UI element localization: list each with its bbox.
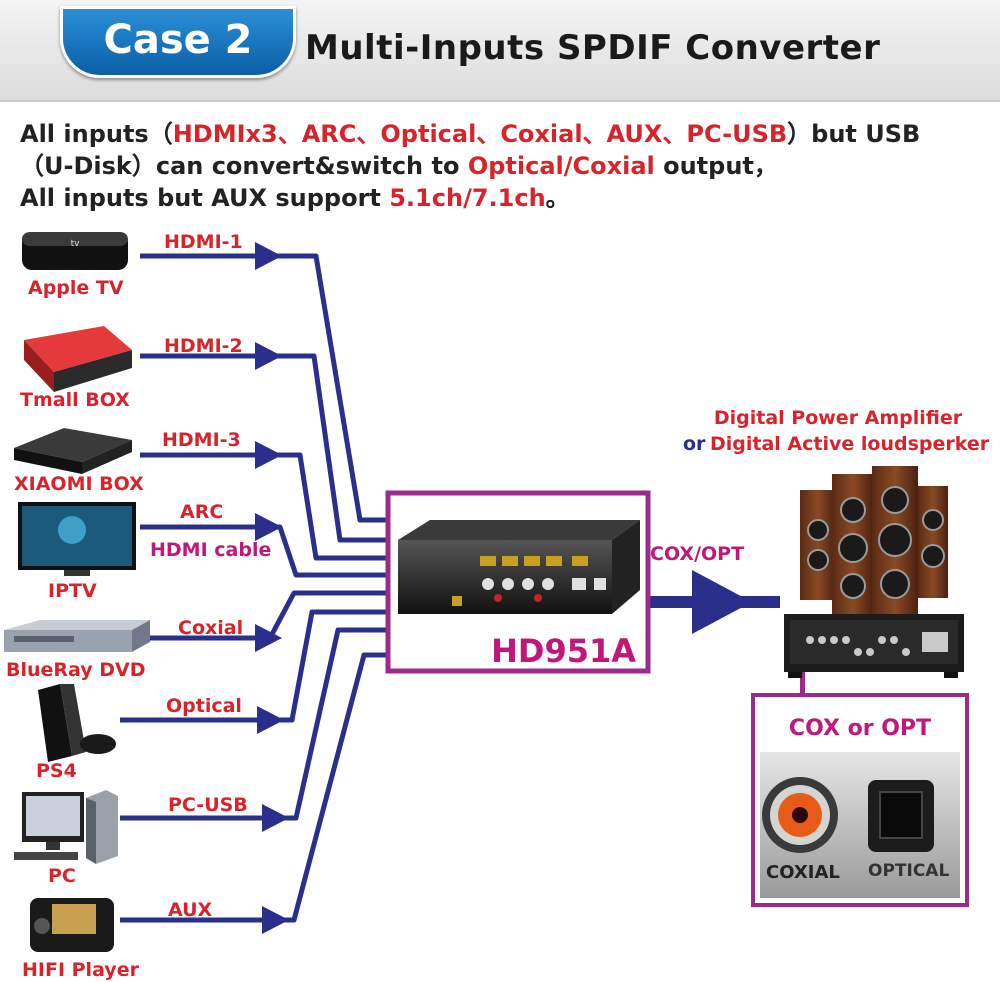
- line-pc-usb: [120, 627, 386, 821]
- conn-label-pc-usb: PC-USB: [168, 794, 248, 816]
- device-label-ps4: PS4: [36, 760, 77, 782]
- conn-label-hdmi-1: HDMI-1: [164, 231, 243, 253]
- case-tab: Case 2: [60, 6, 296, 78]
- line-hdmi-1: [140, 253, 386, 523]
- ps4-icon: [38, 684, 116, 762]
- line-aux: [120, 652, 386, 923]
- port-label-optical: OPTICAL: [868, 861, 949, 881]
- device-label-apple-tv: Apple TV: [28, 277, 124, 299]
- tmall-box-icon: [24, 326, 132, 392]
- intro-line-1: All inputs（HDMIx3、ARC、Optical、Coxial、AUX…: [20, 120, 921, 148]
- input-arrows: [255, 242, 289, 934]
- dvd-player-icon: [4, 620, 150, 652]
- intro-line-2: （U-Disk）can convert&switch to Optical/Co…: [20, 152, 778, 180]
- output-connection-label: COX/OPT: [650, 543, 744, 565]
- device-label-blueray-dvd: BlueRay DVD: [6, 659, 146, 681]
- conn-label-hdmi-cable: HDMI cable: [150, 539, 271, 561]
- intro-line-3: All inputs but AUX support 5.1ch/7.1ch。: [20, 184, 570, 212]
- device-label-hifi-player: HIFI Player: [22, 959, 140, 981]
- pc-icon: [14, 790, 118, 864]
- device-label-xiaomi-box: XIAOMI BOX: [14, 473, 144, 495]
- xiaomi-box-icon: [14, 428, 132, 474]
- converter-device-icon: [398, 520, 640, 614]
- output-target-line-1: Digital Power Amplifier: [714, 407, 963, 429]
- optical-port-icon: [868, 780, 934, 852]
- conn-label-arc: ARC: [180, 501, 223, 523]
- conn-label-hdmi-3: HDMI-3: [162, 429, 241, 451]
- line-optical: [120, 609, 386, 723]
- apple-tv-icon: tv: [22, 232, 128, 270]
- hifi-player-icon: [30, 898, 114, 952]
- port-box-title: COX or OPT: [789, 716, 931, 741]
- line-arc: [140, 524, 386, 578]
- tv-icon: [18, 502, 136, 576]
- conn-label-coxial: Coxial: [178, 617, 243, 639]
- line-coxial: [140, 590, 386, 641]
- output-target-line-2: Digital Active loudsperker: [710, 433, 990, 455]
- coaxial-port-icon: [762, 777, 838, 853]
- device-label-tmall-box: Tmall BOX: [20, 389, 130, 411]
- intro-text: All inputs（HDMIx3、ARC、Optical、Coxial、AUX…: [20, 118, 1000, 214]
- output-arrow: [650, 570, 780, 634]
- device-label-pc: PC: [48, 865, 76, 887]
- converter-model: HD951A: [491, 632, 636, 670]
- case-label: Case 2: [103, 17, 253, 63]
- device-label-iptv: IPTV: [48, 580, 97, 602]
- banner-title: Multi-Inputs SPDIF Converter: [305, 28, 881, 68]
- line-hdmi-3: [140, 452, 386, 561]
- svg-text:tv: tv: [71, 239, 81, 249]
- conn-label-aux: AUX: [168, 899, 213, 921]
- speakers-icon: [800, 466, 948, 616]
- amplifier-icon: [784, 614, 964, 678]
- output-target-or: or: [683, 433, 706, 455]
- line-hdmi-2: [140, 353, 386, 543]
- input-lines: [120, 253, 386, 923]
- port-label-coaxial: COXIAL: [766, 862, 840, 883]
- conn-label-hdmi-2: HDMI-2: [164, 335, 243, 357]
- conn-label-optical: Optical: [166, 695, 242, 717]
